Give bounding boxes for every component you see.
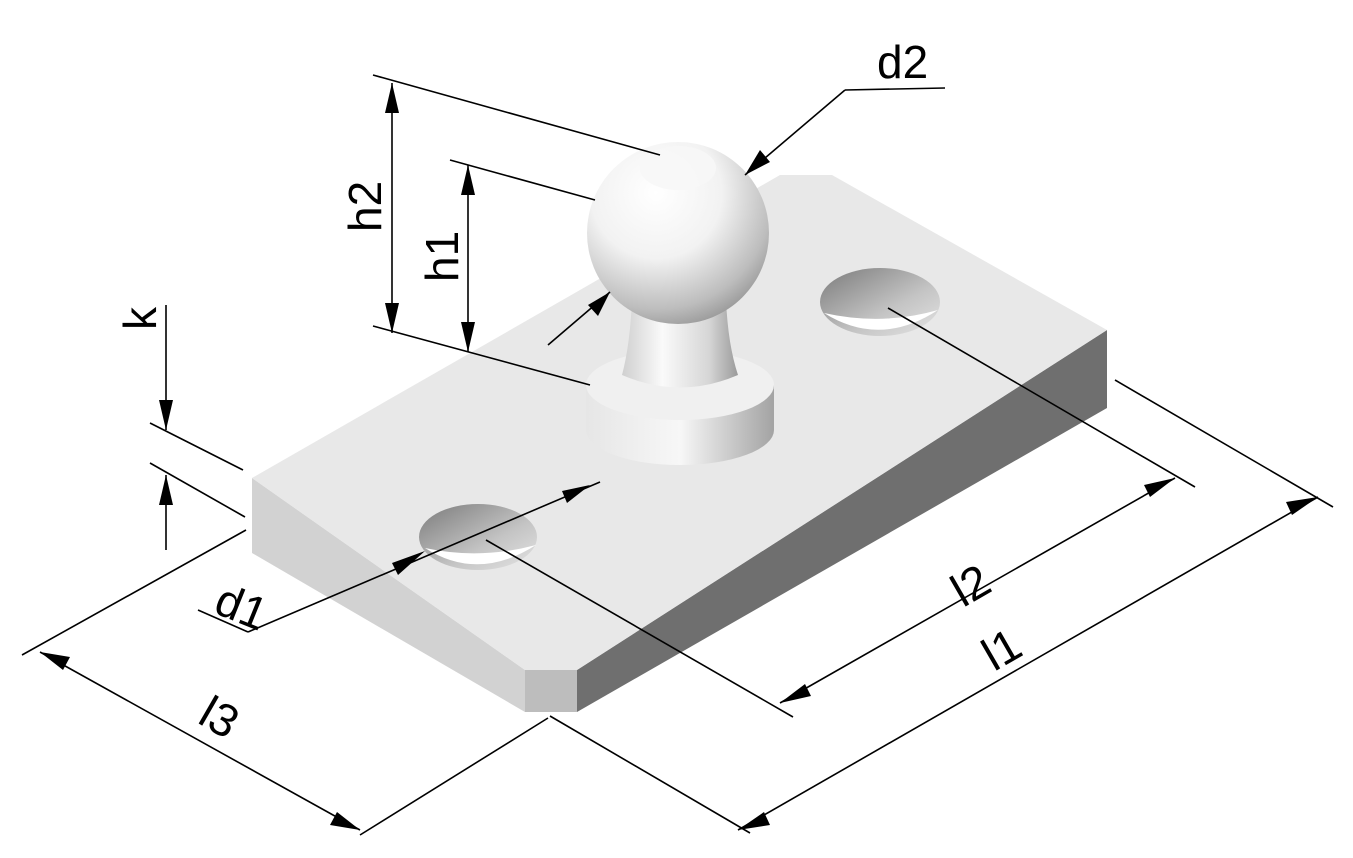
dimension-lines	[21, 74, 1334, 836]
mounting-hole-front	[419, 504, 537, 570]
stud-neck	[622, 300, 738, 388]
label-d1: d1	[208, 573, 275, 640]
label-l2: l2	[942, 554, 999, 617]
arrowheads	[40, 83, 1318, 830]
label-l1: l1	[973, 618, 1030, 681]
label-k: k	[114, 306, 166, 330]
label-h1: h1	[416, 231, 468, 282]
label-l3: l3	[191, 686, 248, 749]
mounting-hole-rear	[820, 268, 940, 336]
plate-front-face	[252, 478, 525, 712]
ball-stud	[586, 142, 774, 465]
plate-corner-chamfer	[525, 670, 577, 712]
label-h2: h2	[339, 181, 391, 232]
plate-side-face	[577, 330, 1107, 712]
label-d2: d2	[877, 36, 928, 88]
stud-ball	[587, 142, 769, 324]
